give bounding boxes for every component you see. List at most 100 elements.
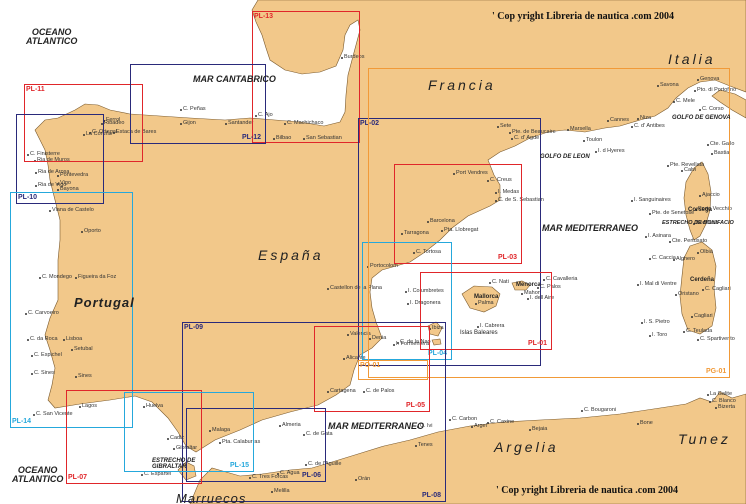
chart-box-pl-11[interactable] (24, 84, 143, 162)
town-label-ria-de-muros: Ria de Muros (37, 157, 70, 163)
land-corsica (683, 161, 712, 241)
country-label-marruecos: Marruecos (176, 491, 247, 504)
town-dot-i-columbretes (405, 291, 407, 293)
town-dot-pta-calaburras (219, 442, 221, 444)
chart-label-pl-02[interactable]: PL-02 (360, 120, 380, 127)
town-label-c-espichel: C. Espichel (34, 352, 62, 358)
land-mallorca (461, 285, 501, 313)
town-dot-bilbao (273, 138, 275, 140)
town-dot-alghero (673, 259, 675, 261)
chart-box-pl-05[interactable] (314, 326, 430, 412)
town-dot-c-mondego (39, 277, 41, 279)
chart-label-pg-01[interactable]: PG-01 (706, 368, 727, 375)
town-label-porto-vecchio: Porto Vecchio (698, 206, 732, 212)
town-dot-i-toro (649, 335, 651, 337)
chart-box-pl-08[interactable] (182, 322, 446, 502)
chart-box-pl-14[interactable] (10, 192, 133, 428)
town-label-portocolom: Portocolom (370, 263, 398, 269)
chart-label-pl-14[interactable]: PL-14 (12, 418, 32, 425)
chart-box-pl-13[interactable] (252, 11, 360, 143)
chart-label-pl-10[interactable]: PL-10 (18, 194, 38, 201)
town-label-port-vendres: Port Vendres (456, 170, 488, 176)
chart-box-pl-02[interactable] (358, 118, 541, 366)
chart-box-pl-01[interactable] (420, 272, 552, 350)
town-dot-cannes (607, 120, 609, 122)
town-label-cadiz: Cadiz (170, 435, 185, 441)
town-dot-pte-de-beaucaire (509, 132, 511, 134)
town-label-ferrol: Ferrol (106, 117, 121, 123)
chart-label-pl-04[interactable]: PL-04 (428, 350, 448, 357)
town-label-pte-de-senetose: Pte. de Senetose (652, 210, 695, 216)
town-dot-oporto (81, 231, 83, 233)
town-dot-c-ajo (255, 115, 257, 117)
chart-label-pl-13[interactable]: PL-13 (254, 13, 274, 20)
town-dot-gibraltar (173, 448, 175, 450)
town-dot-i-dragonera (407, 303, 409, 305)
town-dot-castellon-de-la-plana (327, 288, 329, 290)
town-label-ria-de-arosa: Ria de Arosa (38, 169, 70, 175)
chart-label-pl-15[interactable]: PL-15 (230, 462, 250, 469)
chart-box-pl-12[interactable] (130, 64, 266, 144)
town-label-c-d-agde: C. d' Agde (514, 135, 540, 141)
town-dot-c-bougaroni (581, 410, 583, 412)
chart-box-pl-10[interactable] (16, 114, 104, 204)
town-label-cte-pertusato: Cte. Pertusato (672, 238, 708, 244)
town-dot-bejaia (529, 429, 531, 431)
town-label-pta-calaburras: Pta. Calaburras (222, 439, 261, 445)
town-dot-c-de-palos (363, 391, 365, 393)
town-dot-cagliari (691, 316, 693, 318)
chart-label-pl-03[interactable]: PL-03 (498, 254, 518, 261)
town-dot-palma (475, 303, 477, 305)
town-dot-mahon (521, 293, 523, 295)
town-dot-c-ortegal (89, 132, 91, 134)
town-dot-c-d-agde (511, 138, 513, 140)
chart-box-po-01[interactable] (358, 360, 428, 380)
town-label-pte-de-beaucaire: Pte. de Beaucaire (512, 129, 556, 135)
chart-label-pl-01[interactable]: PL-01 (528, 340, 548, 347)
town-label-c-ortegal: C. Ortegal (92, 129, 118, 135)
town-dot-barcelona (427, 221, 429, 223)
sea-label-cantabrico: MAR CANTABRICO (193, 74, 276, 84)
town-dot-c-agua (277, 473, 279, 475)
town-dot-pte-revellata (667, 165, 669, 167)
chart-box-pl-09[interactable] (182, 322, 446, 502)
chart-label-pl-12[interactable]: PL-12 (242, 134, 262, 141)
chart-label-pl-05[interactable]: PL-05 (406, 402, 426, 409)
chart-label-pl-07[interactable]: PL-07 (68, 474, 88, 481)
town-dot-c-caxine (487, 422, 489, 424)
town-dot-lagos (79, 406, 81, 408)
town-label-c-agua: C. Agua (280, 470, 300, 476)
sea-label-mediterraneo-south: MAR MEDITERRANEO (328, 421, 424, 431)
chart-label-pl-08[interactable]: PL-08 (422, 492, 442, 499)
chart-label-po-01[interactable]: PO-01 (360, 362, 381, 369)
town-label-c-finisterre: C. Finisterre (30, 151, 60, 157)
island-label-cerdena: Cerdeña (690, 277, 715, 283)
town-dot-ria-de-arosa (35, 172, 37, 174)
town-label-olbia: Olbia (700, 249, 713, 255)
town-label-alghero: Alghero (676, 256, 695, 262)
chart-box-pl-04[interactable] (362, 242, 452, 360)
town-dot-or-n (355, 479, 357, 481)
chart-label-pl-09[interactable]: PL-09 (184, 324, 204, 331)
chart-box-pg-01[interactable] (368, 68, 730, 378)
country-label-espana: España (258, 247, 324, 263)
town-label-ribadeo: Ribadeo (104, 120, 125, 126)
chart-box-pl-07[interactable] (66, 390, 202, 484)
town-dot-la-coru-a (83, 134, 85, 136)
chart-box-pl-03[interactable] (394, 164, 522, 264)
town-label-bone: Bone (640, 420, 653, 426)
town-label-lagos: Lagos (82, 403, 97, 409)
town-dot-ribadeo (101, 123, 103, 125)
town-dot-c-caccia (649, 258, 651, 260)
town-dot-pta-llobregat (441, 230, 443, 232)
sea-label-bonifacio: ESTRECHO DE BONIFACIO (662, 220, 734, 226)
town-dot-malaga (209, 430, 211, 432)
town-dot-cte-gallo (707, 144, 709, 146)
chart-label-pl-06[interactable]: PL-06 (302, 472, 322, 479)
chart-box-pl-15[interactable] (124, 392, 254, 472)
chart-box-pl-06[interactable] (186, 408, 326, 482)
chart-label-pl-11[interactable]: PL-11 (26, 86, 45, 93)
town-label-lisboa: Lisboa (66, 336, 83, 342)
town-dot-huelva (143, 406, 145, 408)
